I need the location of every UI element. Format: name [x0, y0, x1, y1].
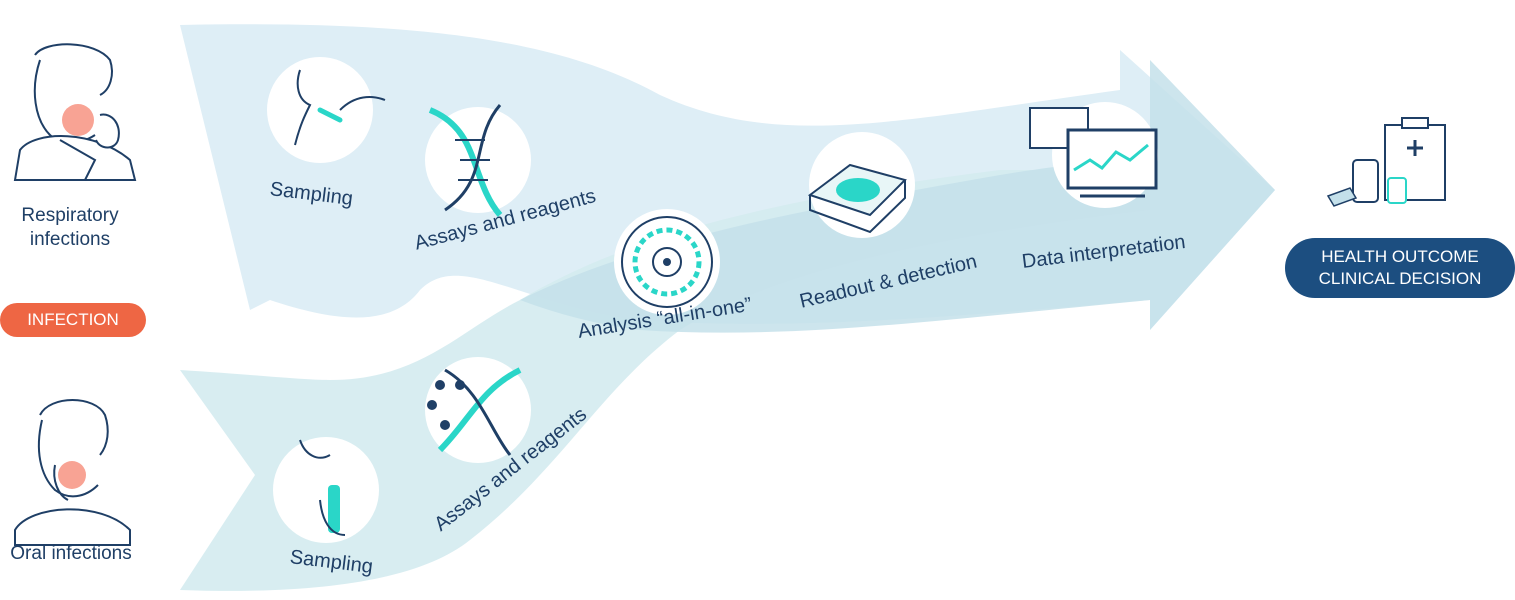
respiratory-label: Respiratory infections [21, 204, 118, 252]
outcome-line1: HEALTH OUTCOME [1321, 247, 1479, 266]
clipboard-medicine-icon [1326, 117, 1446, 207]
lower-flow-band [180, 170, 1150, 591]
respiratory-label-line2: infections [29, 229, 111, 250]
oral-infections-label: Oral infections [10, 543, 132, 564]
dna-assay-icon-lower [425, 357, 531, 463]
respiratory-label-line1: Respiratory [21, 205, 119, 226]
oral-patient-icon [14, 399, 131, 546]
infection-badge: INFECTION [0, 303, 146, 337]
outcome-badge: HEALTH OUTCOME CLINICAL DECISION [1285, 238, 1515, 298]
analysis-disc-icon [614, 209, 720, 315]
saliva-sampling-icon [273, 437, 379, 543]
data-computer-icon [1029, 102, 1158, 208]
dna-assay-icon-upper [425, 104, 531, 217]
outcome-line2: CLINICAL DECISION [1318, 269, 1482, 288]
swab-sampling-icon [267, 57, 386, 163]
readout-device-icon [807, 132, 915, 238]
respiratory-patient-icon [13, 43, 137, 181]
